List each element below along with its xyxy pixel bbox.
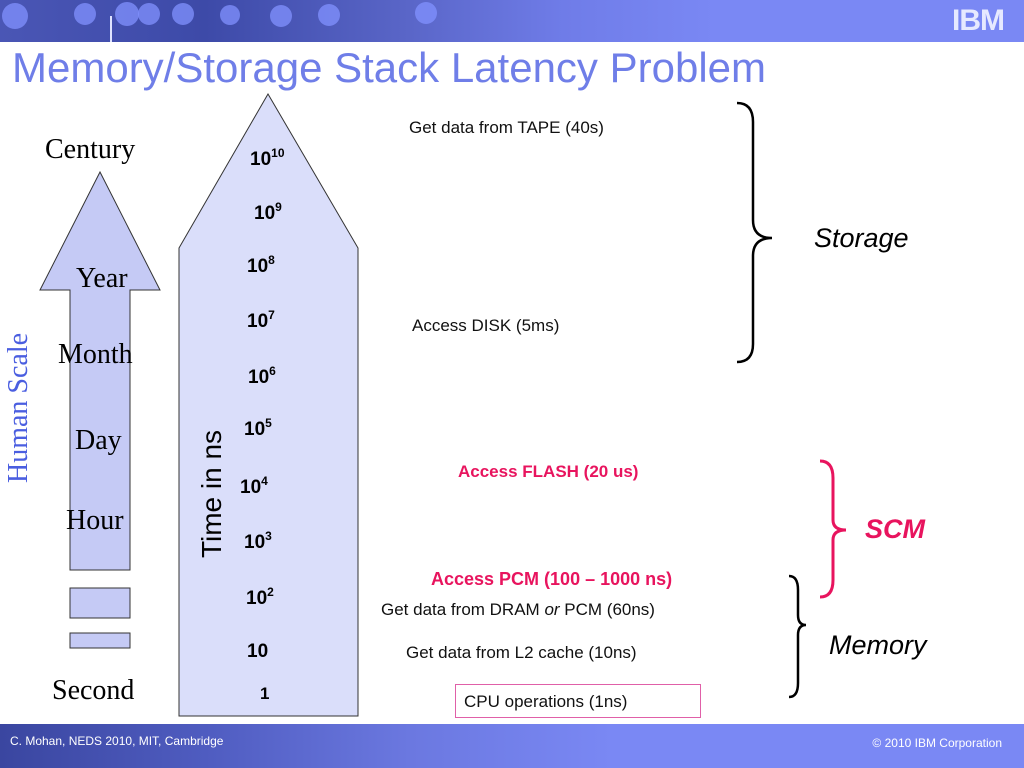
human-scale-year: Year	[76, 263, 128, 294]
power-exp: 10	[271, 146, 285, 160]
storage-brace	[736, 101, 773, 364]
op-pcm: Access PCM (100 – 1000 ns)	[431, 569, 673, 589]
human-scale-arrow	[39, 170, 161, 571]
power-exp: 5	[265, 416, 272, 430]
power-base: 10	[254, 203, 276, 224]
decorative-dot	[415, 2, 437, 24]
footer-copyright: © 2010 IBM Corporation	[872, 736, 1002, 750]
category-memory: Memory	[829, 630, 927, 660]
page-title: Memory/Storage Stack Latency Problem	[12, 44, 766, 91]
op-tape: Get data from TAPE (40s)	[409, 118, 604, 137]
human-scale-century: Century	[45, 134, 136, 165]
time-scale-axis-label: Time in ns	[196, 429, 228, 559]
category-scm: SCM	[865, 514, 925, 544]
footer-banner	[0, 724, 1024, 768]
time-power-5: 105	[244, 416, 272, 441]
ibm-logo: IBM	[952, 6, 1012, 36]
power-exp: 4	[261, 474, 268, 488]
time-power-9: 109	[254, 200, 282, 225]
human-scale-block-2	[69, 632, 131, 649]
human-scale-day: Day	[75, 425, 122, 456]
decorative-dot	[74, 3, 96, 25]
power-exp: 8	[268, 253, 275, 267]
decorative-dot	[270, 5, 292, 27]
scm-brace	[819, 459, 847, 599]
human-scale-block-1	[69, 587, 131, 619]
power-base: 10	[248, 367, 270, 388]
footer-author: C. Mohan, NEDS 2010, MIT, Cambridge	[10, 734, 224, 748]
power-exp: 9	[275, 200, 282, 214]
op-flash: Access FLASH (20 us)	[458, 462, 639, 481]
decorative-dot	[138, 3, 160, 25]
time-power-7: 107	[247, 308, 275, 333]
header-banner: IBM	[0, 0, 1024, 42]
decorative-dot	[115, 2, 139, 26]
time-power-0: 1	[260, 684, 269, 704]
op-l2: Get data from L2 cache (10ns)	[406, 643, 637, 662]
time-power-8: 108	[247, 253, 275, 278]
category-storage: Storage	[814, 223, 909, 253]
decorative-dot	[2, 3, 28, 29]
power-base: 10	[244, 419, 266, 440]
time-power-10: 1010	[250, 146, 285, 171]
power-base: 10	[247, 641, 269, 662]
decorative-dot	[172, 3, 194, 25]
cpu-box	[455, 684, 701, 718]
decorative-dot	[318, 4, 340, 26]
op-dram-suffix: PCM (60ns)	[559, 600, 655, 619]
power-base: 10	[247, 256, 269, 277]
op-dram: Get data from DRAM or PCM (60ns)	[381, 600, 655, 620]
time-power-1: 10	[247, 641, 268, 663]
power-exp: 6	[269, 364, 276, 378]
time-scale-arrow	[178, 93, 359, 717]
op-disk: Access DISK (5ms)	[412, 316, 560, 335]
power-exp: 2	[267, 585, 274, 599]
power-base: 10	[246, 588, 268, 609]
power-base: 10	[250, 149, 272, 170]
human-scale-hour: Hour	[66, 505, 124, 536]
time-power-3: 103	[244, 529, 272, 554]
power-base: 10	[240, 477, 262, 498]
op-dram-prefix: Get data from DRAM	[381, 600, 545, 619]
memory-brace	[788, 574, 807, 699]
power-exp: 7	[268, 308, 275, 322]
power-base: 10	[244, 532, 266, 553]
decorative-dot	[220, 5, 240, 25]
time-power-4: 104	[240, 474, 268, 499]
human-scale-month: Month	[58, 339, 133, 370]
op-dram-or: or	[544, 600, 560, 619]
decorative-line	[110, 16, 112, 42]
time-power-6: 106	[248, 364, 276, 389]
human-scale-second: Second	[52, 675, 135, 706]
power-base: 10	[247, 311, 269, 332]
time-power-2: 102	[246, 585, 274, 610]
power-exp: 3	[265, 529, 272, 543]
op-cpu: CPU operations (1ns)	[464, 692, 628, 711]
ibm-logo-text: IBM	[952, 4, 1005, 37]
human-scale-axis-label: Human Scale	[3, 332, 35, 484]
power-base: 1	[260, 684, 270, 703]
